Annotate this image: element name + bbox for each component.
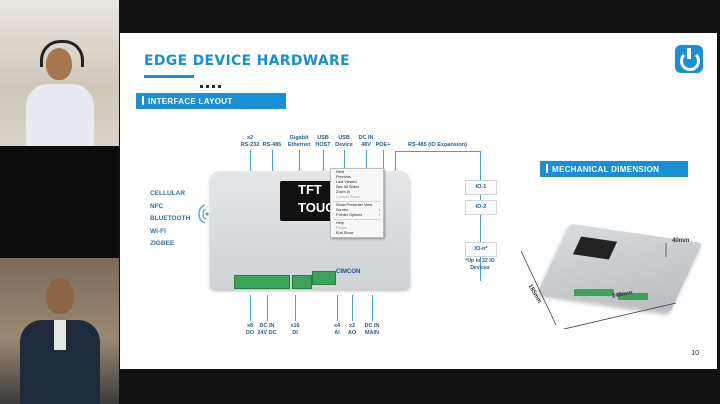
menu-item-previous[interactable]: Previous (336, 175, 351, 179)
wireless-list: CELLULAR NFC BLUETOOTH WI-FI ZIGBEE (150, 188, 190, 251)
menu-separator (333, 219, 381, 220)
connector-line (372, 295, 373, 321)
menu-item-last-viewed[interactable]: Last Viewed (336, 180, 357, 184)
menu-item-end-show[interactable]: End Show (336, 231, 354, 235)
io-box-2: IO-2 (465, 200, 497, 215)
chevron-right-icon: › (378, 213, 380, 217)
expansion-line (395, 151, 480, 152)
connector-line (383, 150, 384, 172)
connector-line (267, 295, 268, 321)
mechanical-dimension-tag: MECHANICAL DIMENSION (540, 161, 688, 177)
port-label-rs485: RS-485 (262, 142, 282, 148)
wireless-cellular: CELLULAR (150, 190, 186, 197)
chevron-right-icon: › (378, 208, 380, 212)
connector-line (299, 150, 300, 172)
terminal-block (618, 293, 648, 300)
slideshow-context-menu[interactable]: Next Previous Last Viewed See All Slides… (330, 168, 384, 238)
expansion-label: RS-485 (IO Expansion) (408, 142, 467, 148)
participant-video-1[interactable] (0, 0, 119, 146)
menu-item-custom-show[interactable]: Custom Show (336, 195, 360, 199)
terminal-block (312, 271, 336, 285)
title-dots (200, 75, 224, 93)
participant-1-body (26, 84, 94, 146)
menu-item-screen[interactable]: Screen › (331, 208, 383, 213)
menu-separator (333, 201, 381, 202)
title-underline (144, 75, 194, 78)
wireless-nfc: NFC (150, 202, 164, 210)
connector-line (250, 150, 251, 172)
participant-video-2[interactable] (0, 258, 119, 404)
io-box-n: IO-n* (465, 242, 497, 257)
connector-line (366, 150, 367, 172)
interface-layout-label: INTERFACE LAYOUT (148, 97, 233, 106)
wireless-signal-icon (198, 204, 209, 224)
connector-line (337, 295, 338, 321)
menu-item-pause[interactable]: Pause (336, 226, 347, 230)
terminal-block (234, 275, 290, 289)
headset-icon (40, 40, 84, 67)
participant-2-head (46, 278, 74, 314)
slide-title: EDGE DEVICE HARDWARE (144, 53, 350, 69)
menu-item-pointer-options-label: Pointer Options (336, 213, 363, 217)
interface-layout-tag: INTERFACE LAYOUT (136, 93, 286, 109)
wireless-zigbee: ZIGBEE (150, 240, 175, 247)
connector-line (344, 150, 345, 172)
connector-line (272, 150, 273, 172)
page-number: 10 (691, 350, 699, 357)
menu-item-zoom-in[interactable]: Zoom In (336, 190, 350, 194)
expansion-drop (395, 151, 396, 173)
connector-line (295, 295, 296, 321)
power-logo-icon (675, 45, 703, 73)
menu-item-see-all-slides[interactable]: See All Slides (336, 185, 360, 189)
io-note: *Up to 32 IO Devices (465, 258, 495, 271)
terminal-block (574, 289, 614, 296)
dimension-height: 40mm (672, 238, 690, 244)
participant-2-shirt (54, 320, 66, 350)
wireless-wifi: WI-FI (150, 227, 166, 235)
terminal-block (292, 275, 312, 289)
mechanical-device-image (530, 223, 703, 333)
menu-item-help[interactable]: Help (336, 221, 344, 225)
video-gap (0, 146, 119, 258)
connector-line (250, 295, 251, 321)
menu-item-screen-label: Screen (336, 208, 349, 212)
io-box-1: IO-1 (465, 180, 497, 195)
expansion-riser (480, 151, 481, 281)
menu-item-next[interactable]: Next (336, 170, 344, 174)
mechanical-dimension-label: MECHANICAL DIMENSION (552, 165, 660, 174)
connector-line (352, 295, 353, 321)
dimension-lines (520, 243, 677, 330)
port-label-poe: POE+ (375, 142, 391, 148)
presentation-slide[interactable]: EDGE DEVICE HARDWARE INTERFACE LAYOUT ME… (120, 33, 717, 369)
device-brand: CIMCON (336, 269, 361, 275)
wireless-bluetooth: BLUETOOTH (150, 215, 191, 222)
menu-item-pointer-options[interactable]: Pointer Options › (331, 213, 383, 218)
menu-item-presenter-view[interactable]: Show Presenter View (336, 203, 373, 207)
connector-line (323, 150, 324, 172)
